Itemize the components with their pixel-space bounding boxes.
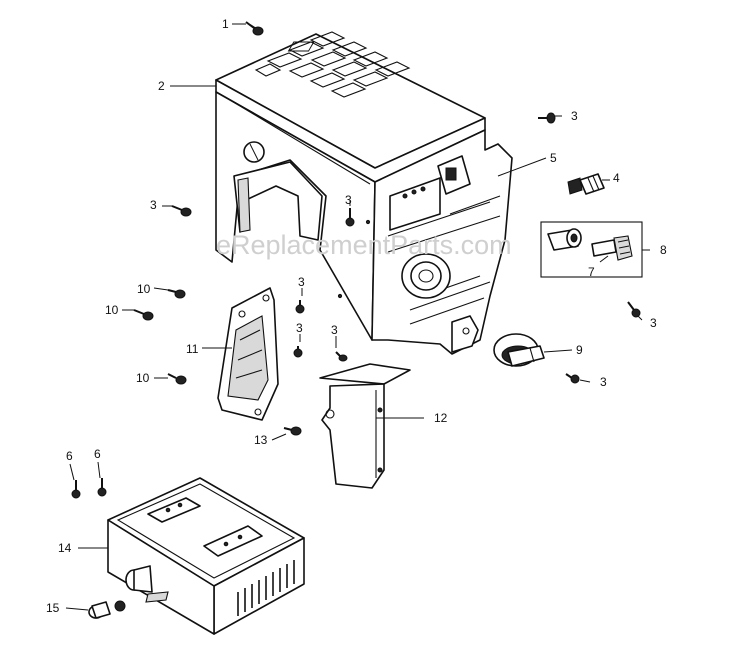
callout-6: 6 (66, 449, 73, 463)
callout-3: 3 (296, 321, 303, 335)
callout-6: 6 (94, 447, 101, 461)
callout-10: 10 (105, 303, 119, 317)
callout-10: 10 (137, 282, 151, 296)
leader-lines (65, 23, 650, 611)
callout-8: 8 (660, 243, 667, 257)
callout-10: 10 (136, 371, 150, 385)
callout-3: 3 (571, 109, 578, 123)
part-2-housing (215, 31, 513, 355)
part-15-plug (88, 600, 126, 619)
callout-13: 13 (254, 433, 268, 447)
part-11-bracket (217, 287, 279, 421)
callout-2: 2 (158, 79, 165, 93)
part-4-key (567, 173, 605, 195)
callout-labels: 1 2 3 5 4 3 3 8 7 10 10 3 3 3 3 11 9 10 … (46, 17, 667, 615)
callout-11: 11 (186, 342, 199, 356)
callout-3: 3 (150, 198, 157, 212)
callout-9: 9 (576, 343, 583, 357)
part-14-muffler (107, 477, 305, 635)
callout-3: 3 (298, 275, 305, 289)
callout-14: 14 (58, 541, 72, 555)
part-12-bracket (319, 363, 411, 489)
screws (71, 21, 641, 499)
callout-15: 15 (46, 601, 60, 615)
part-9-cap (493, 333, 545, 367)
part-8-switch-assembly (540, 221, 643, 278)
callout-3: 3 (331, 323, 338, 337)
callout-3: 3 (650, 316, 657, 330)
callout-12: 12 (434, 411, 448, 425)
callout-4: 4 (613, 171, 620, 185)
callout-5: 5 (550, 151, 557, 165)
callout-7: 7 (588, 265, 595, 279)
watermark: eReplacementParts.com (216, 230, 512, 260)
callout-1: 1 (222, 17, 229, 31)
callout-3: 3 (600, 375, 607, 389)
callout-3: 3 (345, 193, 352, 207)
